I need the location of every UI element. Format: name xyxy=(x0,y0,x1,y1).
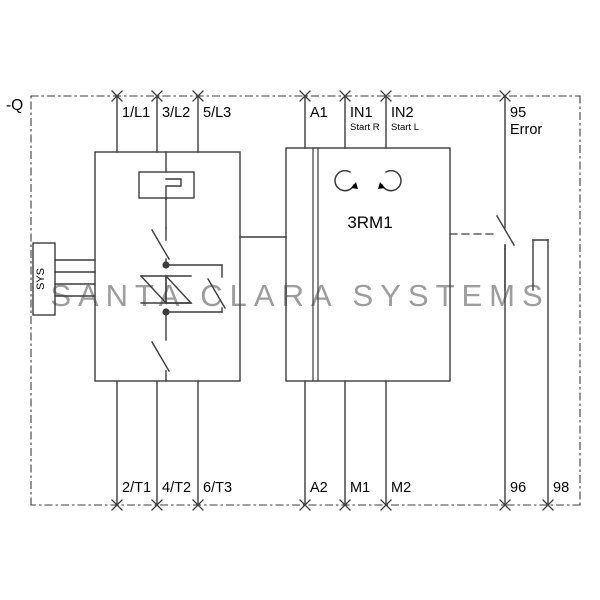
terminal-label-in1: IN1 xyxy=(350,105,373,121)
terminal-label-m1: M1 xyxy=(350,480,370,496)
rotate-clockwise-icon xyxy=(334,169,358,192)
device-tag-label: -Q xyxy=(6,97,23,114)
terminal-label-2t1: 2/T1 xyxy=(122,480,151,496)
terminal-label-m2: M2 xyxy=(391,480,411,496)
terminal-label-96: 96 xyxy=(510,480,526,496)
power-block-outline xyxy=(94,151,241,382)
terminal-label-3l2: 3/L2 xyxy=(162,105,190,121)
terminal-sublabel-in2: Start L xyxy=(391,122,419,133)
terminal-sublabel-in1: Start R xyxy=(350,122,380,133)
changeover-contact-icon xyxy=(449,215,549,291)
terminal-label-a2: A2 xyxy=(310,480,328,496)
terminal-label-1l1: 1/L1 xyxy=(122,105,150,121)
terminal-label-98: 98 xyxy=(553,480,569,496)
control-block-outline xyxy=(285,147,451,382)
terminal-label-5l3: 5/L3 xyxy=(203,105,231,121)
top-lead-wires xyxy=(116,95,506,229)
terminal-label-95: 95 xyxy=(510,105,526,121)
upper-contact-icon xyxy=(151,227,170,266)
control-block-label: 3RM1 xyxy=(347,213,392,232)
label-layer: -Q SYS 3RM1 1/L1 3/L2 5/L3 A1 IN1 Start … xyxy=(6,97,569,496)
triac-semiconductor-icon xyxy=(140,274,193,305)
terminal-label-6t3: 6/T3 xyxy=(203,480,232,496)
lower-contact-icon xyxy=(151,311,170,382)
bypass-contact-icon xyxy=(165,264,226,313)
bottom-lead-wires xyxy=(116,239,549,506)
terminal-sublabel-95: Error xyxy=(510,122,542,138)
terminal-label-a1: A1 xyxy=(310,105,328,121)
rotate-counterclockwise-icon xyxy=(378,169,402,192)
terminal-label-in2: IN2 xyxy=(391,105,414,121)
sys-connector-block xyxy=(32,242,96,316)
terminal-label-4t2: 4/T2 xyxy=(162,480,191,496)
thermal-overload-relay-icon xyxy=(138,151,195,229)
sys-block-label: SYS xyxy=(35,268,47,290)
